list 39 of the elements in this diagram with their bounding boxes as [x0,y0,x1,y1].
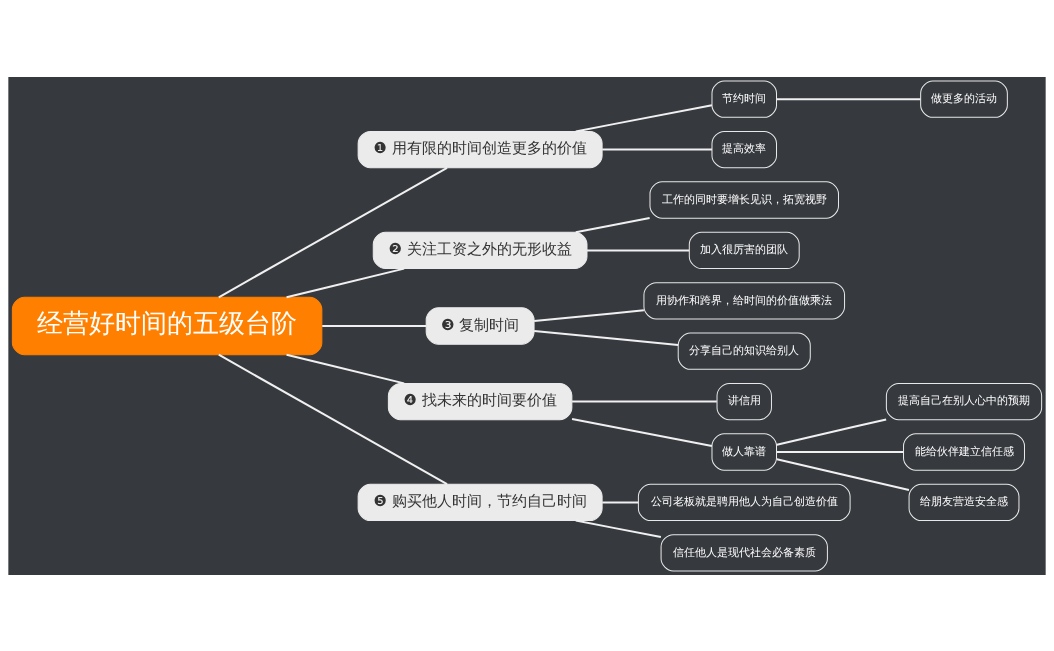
connector [776,450,904,453]
node-box: 工作的同时要增长见识，拓宽视野 [649,180,839,219]
connector [575,216,650,233]
connector [322,324,427,327]
node-box: 公司老板就是聘用他人为自己创造价值 [637,483,851,521]
connector [534,308,644,322]
connector [575,519,662,538]
node-box: 给朋友营造安全感 [908,483,1020,521]
node-box: 节约时间 [711,80,777,118]
node-box: ❸ 复制时间 [425,306,535,345]
connector [218,166,448,298]
node-box: 经营好时间的五级台阶 [11,296,323,355]
node-box: ❶ 用有限的时间创造更多的价值 [357,130,603,168]
node-box: 提高效率 [711,130,777,168]
connector [286,353,405,384]
node-box: 能给伙伴建立信任感 [903,432,1025,471]
node-box: 提高自己在别人心中的预期 [885,382,1043,420]
connector [571,417,713,447]
connector [776,417,887,446]
connector [218,353,448,485]
node-box: 用协作和跨界，给时间的价值做乘法 [643,281,846,319]
connector [776,457,910,491]
connector [286,267,405,298]
connector [534,329,679,346]
connector [776,97,921,100]
node-box: ❷ 关注工资之外的无形收益 [372,231,588,269]
connector [575,103,713,132]
connector [602,500,639,503]
node-box: ❹ 找未来的时间要价值 [387,382,573,420]
node-box: 做更多的活动 [920,80,1008,118]
node-box: ❺ 购买他人时间，节约自己时间 [357,483,603,521]
node-box: 信任他人是现代社会必备素质 [660,533,828,571]
node-box: 讲信用 [716,382,772,420]
node-box: 加入很厉害的团队 [688,231,800,269]
connector [587,248,690,251]
connector [572,400,717,403]
node-box: 做人靠谱 [711,432,777,471]
node-box: 分享自己的知识给别人 [677,332,811,370]
connector [602,148,712,151]
